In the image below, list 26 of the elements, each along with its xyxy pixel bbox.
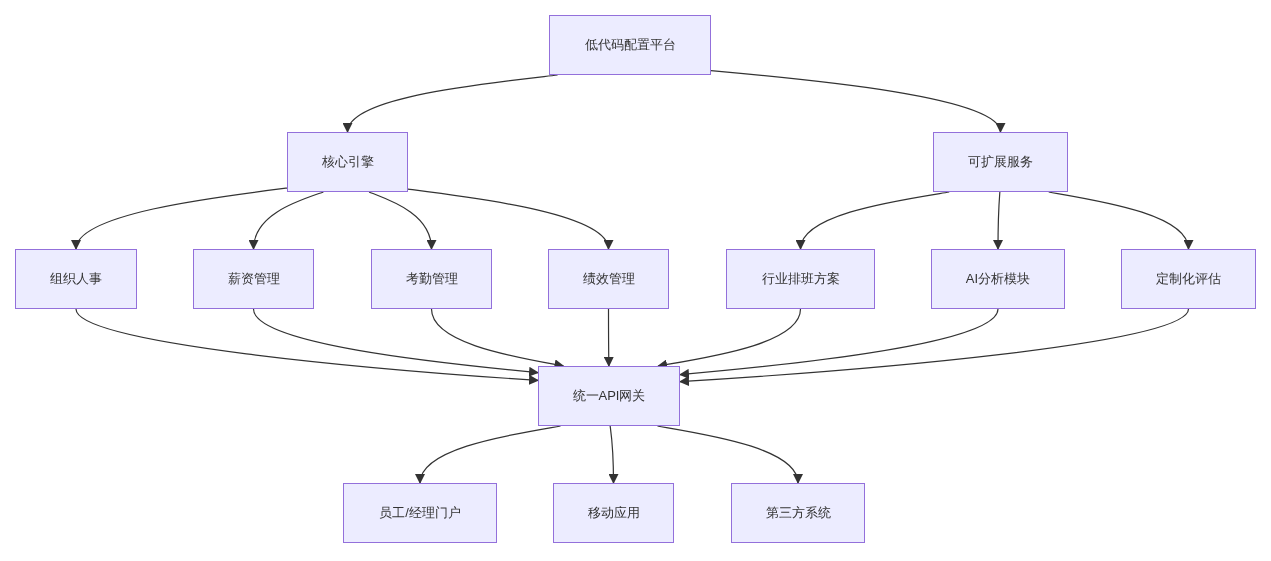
arrow xyxy=(368,191,436,250)
arrow xyxy=(249,191,324,250)
process-box: 行业排班方案 xyxy=(726,249,875,309)
arrow xyxy=(252,308,539,377)
process-box: AI分析模块 xyxy=(931,249,1065,309)
process-box: 移动应用 xyxy=(553,483,674,543)
process-box: 员工/经理门户 xyxy=(343,483,497,543)
arrow xyxy=(608,425,619,484)
arrow xyxy=(679,308,999,379)
arrow xyxy=(74,187,288,250)
process-box: 第三方系统 xyxy=(731,483,865,543)
process-box: 薪资管理 xyxy=(193,249,314,309)
process-box: 核心引擎 xyxy=(287,132,408,192)
process-box: 低代码配置平台 xyxy=(549,15,711,75)
process-box: 组织人事 xyxy=(15,249,137,309)
process-box: 考勤管理 xyxy=(371,249,492,309)
process-box: 绩效管理 xyxy=(548,249,669,309)
process-box: 可扩展服务 xyxy=(933,132,1068,192)
arrow xyxy=(603,308,614,367)
process-box: 定制化评估 xyxy=(1121,249,1256,309)
arrow xyxy=(75,308,539,385)
process-box: 统一API网关 xyxy=(538,366,680,426)
arrow xyxy=(1048,191,1192,250)
arrow xyxy=(407,188,611,250)
arrow xyxy=(993,191,1004,250)
arrow xyxy=(679,308,1190,387)
